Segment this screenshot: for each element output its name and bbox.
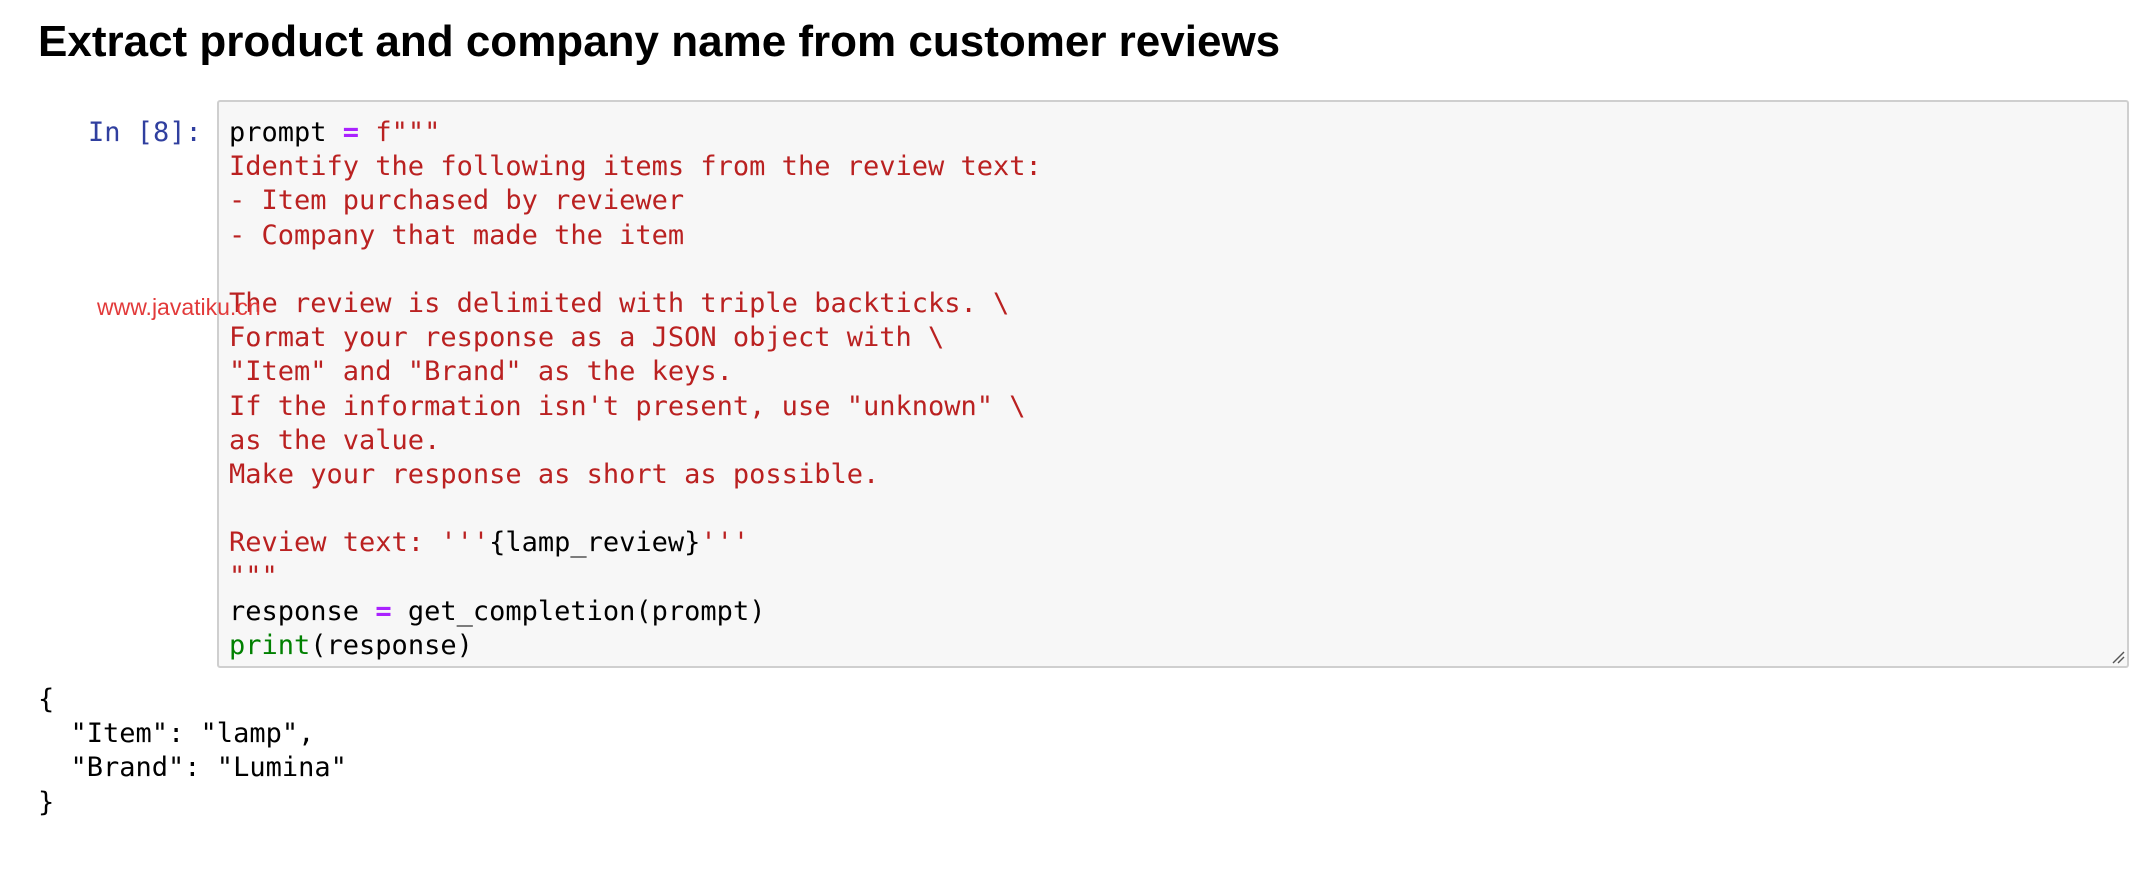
- code-line: Identify the following items from the re…: [229, 150, 1042, 184]
- code-editor[interactable]: prompt = f"""Identify the following item…: [229, 116, 1042, 663]
- code-token: get_completion(prompt): [391, 595, 766, 627]
- code-line: print(response): [229, 629, 1042, 663]
- code-token: ''': [700, 527, 750, 559]
- code-line: Review text: '''{lamp_review}''': [229, 526, 1042, 560]
- code-token: "Item" and "Brand" as the keys.: [229, 356, 733, 388]
- code-line: The review is delimited with triple back…: [229, 287, 1042, 321]
- output-line: "Brand": "Lumina": [38, 752, 347, 784]
- code-token: - Company that made the item: [229, 219, 685, 251]
- code-line: as the value.: [229, 424, 1042, 458]
- code-line: response = get_completion(prompt): [229, 595, 1042, 629]
- code-token: print: [229, 629, 311, 661]
- code-line: "Item" and "Brand" as the keys.: [229, 355, 1042, 389]
- cell-output: { "Item": "lamp", "Brand": "Lumina"}: [38, 683, 347, 820]
- code-cell-input[interactable]: prompt = f"""Identify the following item…: [217, 100, 2129, 668]
- code-token: =: [375, 595, 392, 627]
- code-line: [229, 253, 1042, 287]
- code-token: - Item purchased by reviewer: [229, 185, 685, 217]
- code-line: Make your response as short as possible.: [229, 458, 1042, 492]
- watermark-text: www.javatiku.cn: [97, 294, 261, 320]
- code-line: [229, 492, 1042, 526]
- code-token: {lamp_review}: [489, 527, 701, 559]
- code-token: as the value.: [229, 424, 441, 456]
- code-token: The review is delimited with triple back…: [229, 287, 1010, 319]
- code-token: Make your response as short as possible.: [229, 458, 880, 490]
- code-line: prompt = f""": [229, 116, 1042, 150]
- code-token: If the information isn't present, use "u…: [229, 390, 1026, 422]
- section-heading: Extract product and company name from cu…: [38, 17, 1281, 66]
- cell-prompt-label: In [8]:: [88, 117, 202, 148]
- code-line: Format your response as a JSON object wi…: [229, 321, 1042, 355]
- code-token: """: [229, 561, 278, 593]
- code-token: prompt: [229, 117, 343, 148]
- code-line: """: [229, 560, 1042, 594]
- output-line: "Item": "lamp",: [38, 718, 315, 750]
- code-token: f""": [359, 117, 441, 148]
- code-line: If the information isn't present, use "u…: [229, 390, 1042, 424]
- code-line: - Item purchased by reviewer: [229, 184, 1042, 218]
- code-token: Format your response as a JSON object wi…: [229, 322, 945, 354]
- output-line: }: [38, 786, 55, 818]
- code-line: - Company that made the item: [229, 219, 1042, 253]
- output-line: {: [38, 684, 55, 715]
- code-token: (response): [310, 629, 473, 661]
- code-token: =: [342, 117, 360, 148]
- code-token: Review text: ''': [229, 527, 490, 559]
- code-token: response: [229, 595, 376, 627]
- code-token: Identify the following items from the re…: [229, 151, 1042, 183]
- resize-handle-icon[interactable]: [2109, 648, 2125, 664]
